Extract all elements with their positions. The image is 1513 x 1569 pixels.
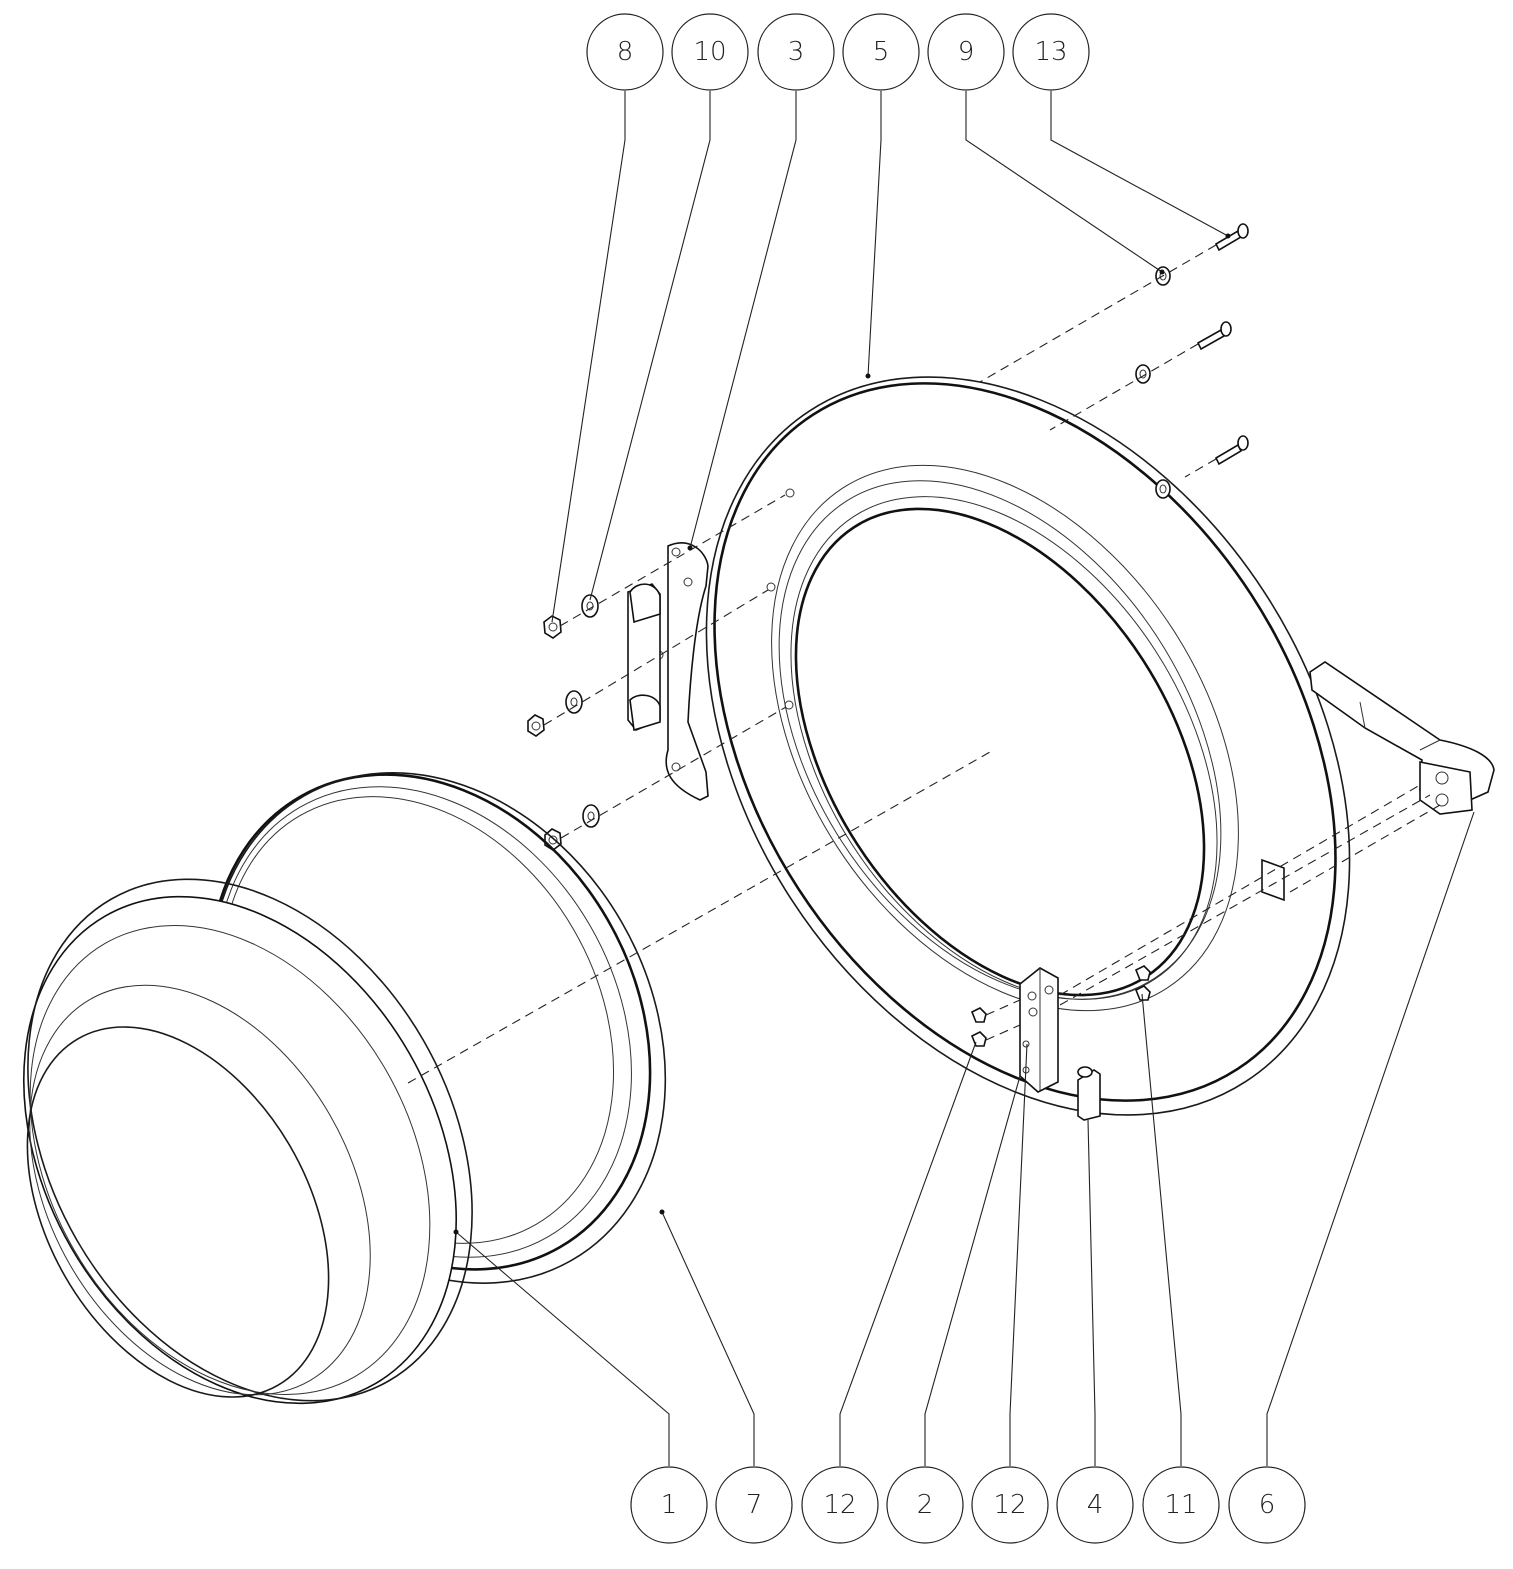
hinge-pin-block bbox=[627, 583, 661, 732]
callout-label: 12 bbox=[993, 1490, 1026, 1520]
callout-label: 6 bbox=[1259, 1490, 1276, 1520]
door-handle bbox=[1309, 661, 1495, 815]
callout-label: 13 bbox=[1034, 37, 1067, 67]
callout-label: 2 bbox=[917, 1490, 934, 1520]
callout-label: 10 bbox=[693, 37, 726, 67]
callout-bubble-9: 9 bbox=[927, 13, 1005, 91]
callout-label: 12 bbox=[823, 1490, 856, 1520]
callout-bubble-2: 2 bbox=[886, 1466, 964, 1544]
assembly-dashed-lines bbox=[407, 244, 1441, 1084]
hinge-plate bbox=[654, 542, 709, 801]
callout-label: 9 bbox=[958, 37, 975, 67]
nut-and-washer-set bbox=[527, 594, 600, 851]
screw-and-washer-set bbox=[1135, 223, 1249, 499]
callout-bubble-8: 8 bbox=[586, 13, 664, 91]
callout-bubble-12b: 12 bbox=[971, 1466, 1049, 1544]
callout-label: 5 bbox=[873, 37, 890, 67]
callout-label: 11 bbox=[1164, 1490, 1197, 1520]
callout-label: 3 bbox=[788, 37, 805, 67]
door-glass bbox=[22, 878, 473, 1405]
callout-label: 7 bbox=[746, 1490, 763, 1520]
callout-bubble-5: 5 bbox=[842, 13, 920, 91]
callout-bubble-11: 11 bbox=[1142, 1466, 1220, 1544]
callout-label: 4 bbox=[1087, 1490, 1104, 1520]
callout-bubble-6: 6 bbox=[1228, 1466, 1306, 1544]
callout-label: 8 bbox=[617, 37, 634, 67]
callout-bubble-7: 7 bbox=[715, 1466, 793, 1544]
leader-lines bbox=[453, 91, 1475, 1466]
callout-bubble-13: 13 bbox=[1012, 13, 1090, 91]
door-outer-ring bbox=[705, 376, 1351, 1116]
hinge-pin-small bbox=[1077, 1066, 1101, 1121]
small-screws bbox=[970, 965, 1151, 1047]
latch-bracket bbox=[1261, 858, 1285, 902]
callout-bubble-12a: 12 bbox=[801, 1466, 879, 1544]
callout-bubble-3: 3 bbox=[757, 13, 835, 91]
callout-bubble-4: 4 bbox=[1056, 1466, 1134, 1544]
callout-bubble-1: 1 bbox=[630, 1466, 708, 1544]
callout-label: 1 bbox=[661, 1490, 678, 1520]
callout-bubble-10: 10 bbox=[671, 13, 749, 91]
